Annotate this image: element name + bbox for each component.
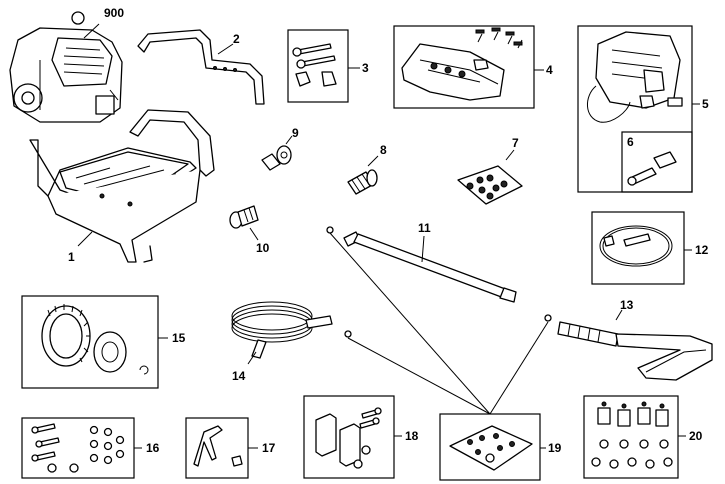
part-16-bolt-kit[interactable] [31,423,125,473]
leader-14 [247,351,257,365]
part-11-spray-wand[interactable] [326,226,517,303]
leader-10 [249,227,259,241]
callout-9: 9 [292,126,299,140]
kit-box-4 [393,25,535,109]
callout-19: 19 [548,441,562,455]
part-14-high-pressure-hose[interactable] [231,301,352,359]
part-15-wheel-kit[interactable] [41,304,149,375]
part-900-engine[interactable] [9,11,123,123]
callout-4: 4 [546,63,553,77]
callout-14: 14 [232,369,246,383]
leader-900 [83,23,100,39]
leaders-to-kit-19 [329,232,549,415]
part-10-fitting[interactable] [229,205,259,229]
callout-16: 16 [146,441,160,455]
kit-box-12 [591,211,685,285]
leader-9 [285,135,293,145]
callout-20: 20 [689,429,703,443]
callout-8: 8 [380,143,387,157]
leader-8 [367,155,379,167]
kit-box-20 [583,395,679,479]
callout-1: 1 [68,250,75,264]
callout-2: 2 [233,32,240,46]
callout-3: 3 [362,61,369,75]
part-7-hardware-bag[interactable] [457,165,523,205]
part-18-foot-kit[interactable] [315,407,382,469]
part-20-isolator-kit[interactable] [591,401,673,469]
part-1-frame[interactable] [29,109,215,263]
leader-7 [505,149,515,161]
part-17-clip[interactable] [193,425,243,467]
callout-12: 12 [695,243,709,257]
callout-11: 11 [418,221,431,235]
kit-box-18 [303,395,395,479]
part-19-nozzle-kit[interactable] [449,425,533,471]
callout-900: 900 [104,6,124,20]
part-5-pump[interactable] [587,31,683,123]
callout-5: 5 [702,97,709,111]
callout-15: 15 [172,331,186,345]
part-9-fitting[interactable] [261,145,292,171]
part-3-bolts[interactable] [292,43,337,87]
part-12-o-rings[interactable] [599,225,673,267]
part-8-fitting[interactable] [347,169,378,195]
kit-box-3 [287,29,349,103]
kit-box-15 [21,295,159,389]
callout-13: 13 [620,298,634,312]
callout-7: 7 [512,136,519,150]
part-6-fittings[interactable] [627,151,677,186]
part-4-shroud[interactable] [401,27,523,101]
callout-6: 6 [627,135,634,149]
part-2-handle[interactable] [137,29,265,105]
part-13-spray-gun[interactable] [544,314,713,381]
leader-1 [77,231,93,247]
callout-17: 17 [262,441,276,455]
leader-2 [217,43,234,55]
callout-18: 18 [405,429,419,443]
leader-11 [421,235,425,263]
kit-box-19 [439,413,541,481]
leader-13 [615,309,623,321]
callout-10: 10 [256,241,270,255]
kit-box-6 [621,131,693,193]
